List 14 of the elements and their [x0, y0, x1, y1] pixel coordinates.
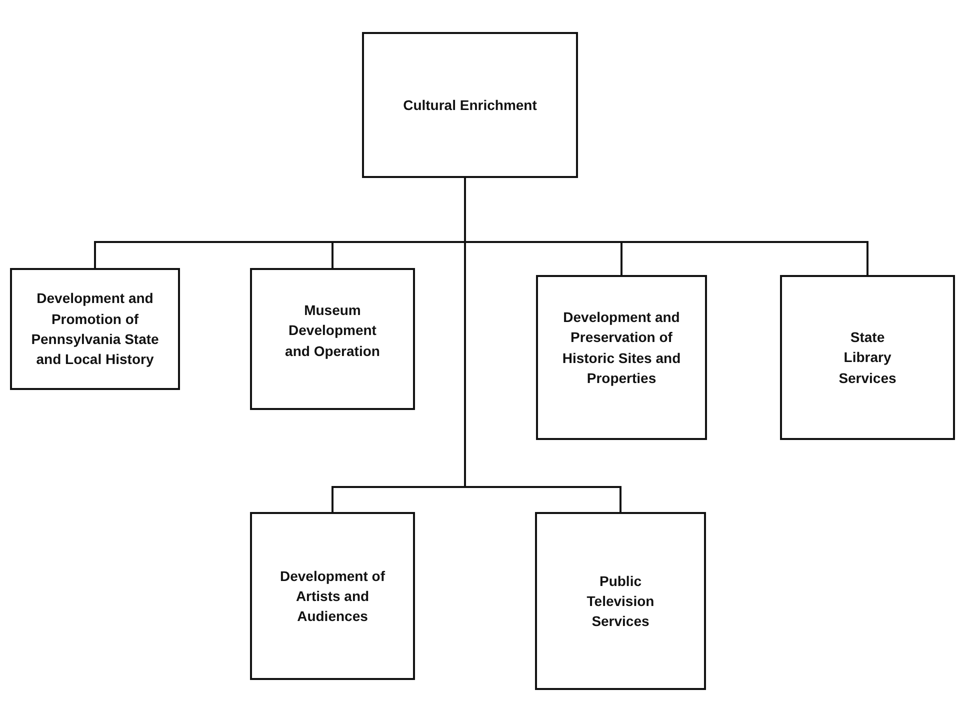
org-box [780, 275, 955, 440]
box-label: State Library Services [838, 328, 898, 388]
org-box [250, 512, 415, 680]
box-label: Development and Promotion of Pennsylvania State and Local History [30, 289, 160, 370]
org-box [362, 32, 578, 178]
box-label: Cultural Enrichment [403, 96, 537, 115]
org-box [536, 275, 707, 440]
org-box [10, 268, 180, 390]
box-label: Development of Artists and Audiences [278, 566, 386, 626]
org-box [250, 268, 415, 410]
box-label: Development and Preservation of Historic Sites and Properties [561, 308, 682, 388]
org-box [535, 512, 706, 690]
box-label: Museum Development and Operation [284, 301, 381, 361]
box-label: Public Television Services [586, 572, 656, 632]
